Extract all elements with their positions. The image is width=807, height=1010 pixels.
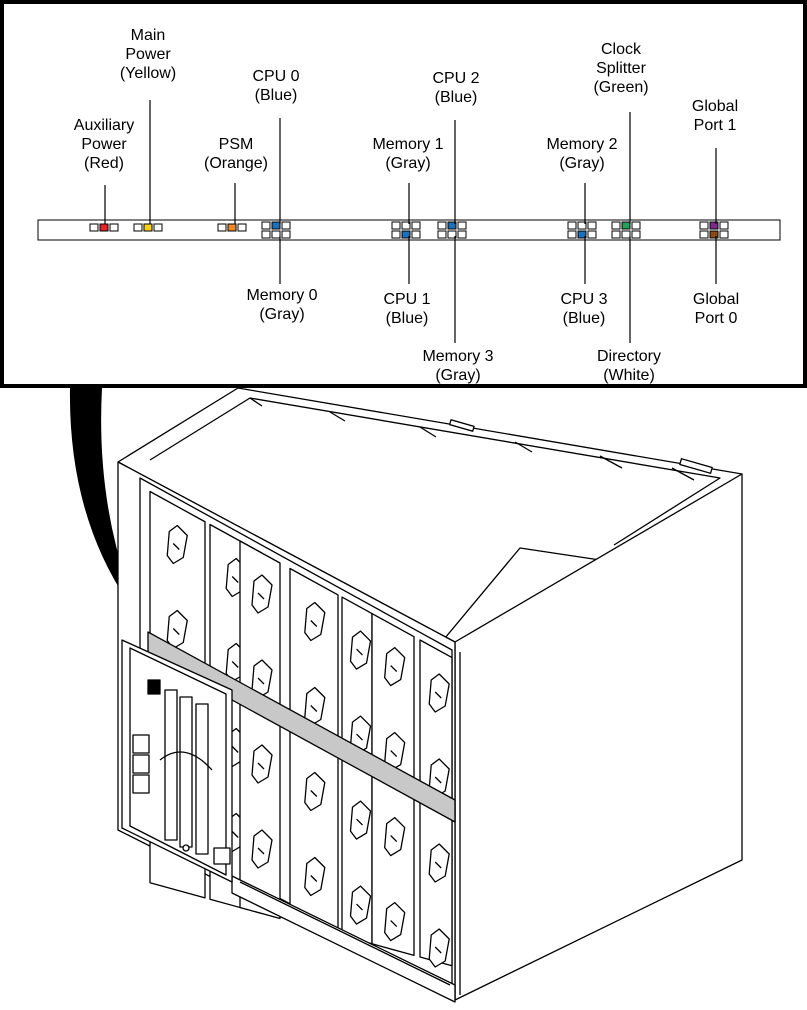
latch-lever (428, 928, 450, 968)
label-line: (Red) (83, 155, 124, 172)
label-line: CPU 1 (383, 291, 431, 308)
label-line: Power (125, 46, 171, 63)
latch-lever (251, 574, 273, 614)
label-line: (Blue) (254, 87, 298, 104)
latch-lever (384, 816, 406, 857)
latch-lever (251, 659, 273, 699)
leader-lines (104, 100, 717, 343)
indicator-strip (37, 219, 781, 241)
memory1-cpu1-led (391, 221, 421, 239)
clock-directory-led (611, 221, 641, 239)
label-mem3: Memory 3 (Gray) (422, 347, 493, 385)
board-slot (239, 540, 281, 920)
label-cpu0: CPU 0 (Blue) (252, 67, 299, 105)
latch-lever (349, 630, 372, 670)
latch-lever (304, 601, 326, 642)
label-cpu3: CPU 3 (Blue) (560, 290, 607, 328)
label-line: (Blue) (434, 89, 478, 106)
psm-led (217, 223, 247, 232)
latch-lever (349, 885, 372, 925)
label-line: (Blue) (385, 310, 429, 327)
label-mem2: Memory 2 (Gray) (546, 135, 617, 173)
label-line: (Gray) (259, 306, 305, 323)
label-line: Auxiliary (73, 117, 135, 134)
chassis (117, 387, 743, 1003)
latch-lever (304, 856, 326, 897)
label-psm: PSM (Orange) (204, 135, 268, 173)
label-line: (White) (603, 367, 655, 384)
label-line: Global (692, 291, 740, 308)
latch-lever (166, 524, 188, 565)
label-line: Clock (600, 41, 641, 58)
latch-lever (251, 829, 273, 869)
label-line: Memory 1 (372, 136, 444, 153)
cpu2-memory3-led (437, 221, 467, 239)
label-line: (Orange) (203, 155, 269, 172)
label-line: (Blue) (562, 310, 606, 327)
global-port-led (699, 221, 729, 239)
label-line: (Gray) (435, 367, 481, 384)
latch-lever (384, 901, 406, 942)
label-line: CPU 0 (252, 68, 300, 85)
label-cpu1: CPU 1 (Blue) (383, 290, 430, 328)
cpu0-led (261, 221, 291, 239)
label-line: (Green) (593, 79, 649, 96)
label-line: (Yellow) (119, 65, 177, 82)
label-line: Power (81, 136, 127, 153)
latch-lever (166, 609, 188, 650)
label-cpu2: CPU 2 (Blue) (432, 69, 479, 107)
latch-lever (428, 758, 450, 798)
latch-lever (251, 744, 273, 784)
label-line: Main (130, 27, 166, 44)
label-line: Splitter (596, 60, 646, 77)
label-mem0: Memory 0 (Gray) (246, 286, 317, 324)
label-line: Memory 2 (546, 136, 618, 153)
latch-lever (428, 673, 450, 713)
label-line: Global (691, 98, 739, 115)
latch-lever (349, 800, 372, 840)
label-line: Port 1 (693, 117, 737, 134)
label-line: Memory 3 (422, 348, 494, 365)
aux-power-led (89, 223, 119, 232)
latch-lever (304, 771, 326, 812)
label-dir: Directory (White) (597, 347, 661, 385)
memory2-cpu3-led (567, 221, 597, 239)
label-line: (Gray) (559, 155, 605, 172)
label-line: Memory 0 (246, 287, 318, 304)
label-line: Directory (596, 348, 662, 365)
label-line: CPU 3 (560, 291, 608, 308)
main-power-led (133, 223, 163, 232)
label-line: PSM (218, 136, 254, 153)
latch-lever (428, 843, 450, 883)
callout-frame (0, 0, 807, 388)
label-line: Port 0 (694, 310, 738, 327)
latch-lever (384, 646, 406, 687)
callout-connector (69, 388, 145, 628)
label-mem1: Memory 1 (Gray) (372, 135, 443, 173)
label-line: (Gray) (385, 155, 431, 172)
latch-lever (384, 731, 406, 772)
label-line: CPU 2 (432, 70, 480, 87)
